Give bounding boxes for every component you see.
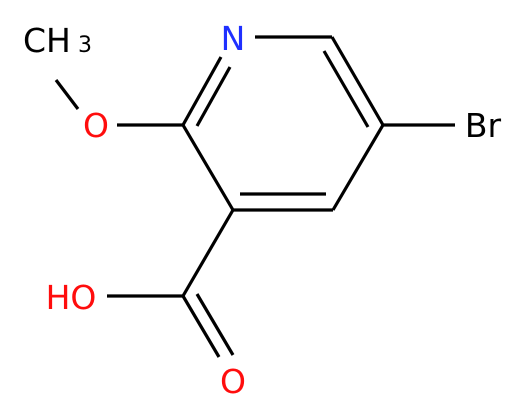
bond-c2-n1-inner [195, 66, 232, 127]
hydroxyl-label: HO [46, 278, 97, 317]
bromine-label: Br [465, 106, 502, 145]
bond-c-acid-o-double [181, 295, 221, 358]
ether-oxygen-label: O [83, 106, 109, 145]
bond-c3-c2 [181, 124, 235, 211]
bond-c5-c4 [331, 124, 385, 211]
bond-c6-c5 [330, 36, 385, 126]
bond-c3-c-acid [181, 209, 235, 297]
bond-c6-c5-inner [322, 50, 370, 128]
bond-c-acid-o-double-inner [195, 293, 235, 356]
methyl-group: CH 3 [23, 21, 92, 60]
methyl-label: CH [23, 21, 71, 60]
nitrogen-label: N [221, 19, 246, 58]
carbonyl-oxygen-label: O [220, 362, 246, 401]
methyl-subscript: 3 [78, 33, 92, 58]
bond-c2-n1 [181, 56, 223, 126]
bond-o-ch3 [54, 79, 80, 110]
